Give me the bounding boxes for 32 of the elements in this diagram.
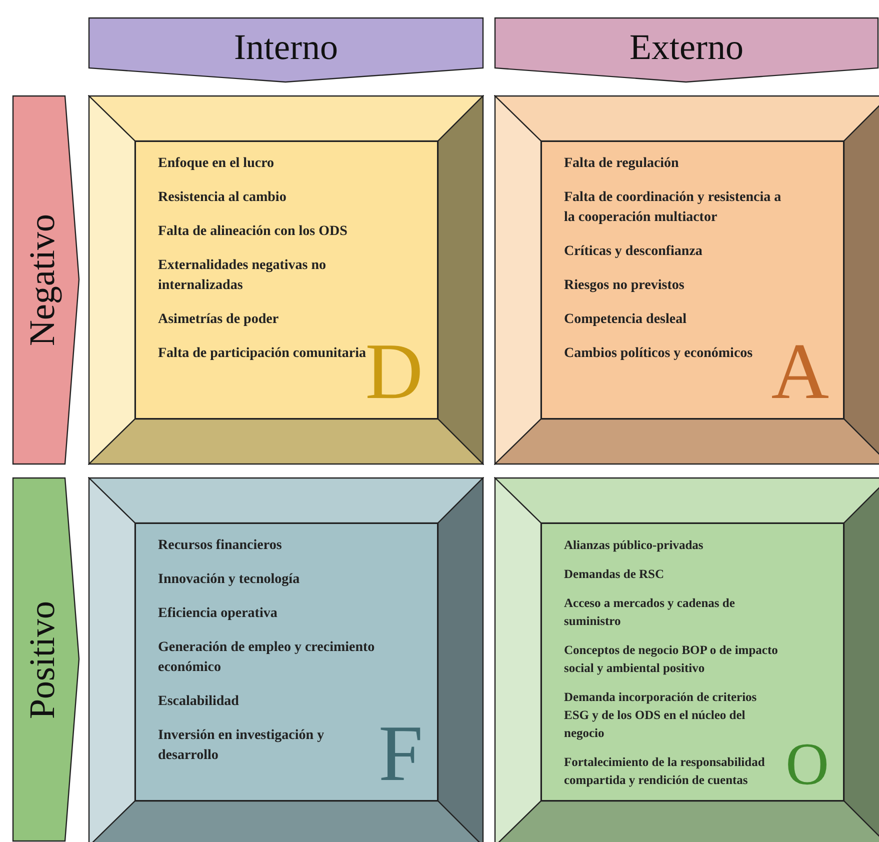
list-item: Externalidades negativas no internalizadas bbox=[158, 257, 328, 295]
list-item: Falta de regulación bbox=[564, 155, 680, 173]
list-item: Riesgos no previstos bbox=[564, 277, 686, 295]
list-item: Falta de alineación con los ODS bbox=[158, 223, 348, 241]
list-item: Demanda incorporación de criterios ESG y de los ODS en el núcleo del negocio bbox=[564, 689, 758, 742]
list-item: Fortalecimiento de la responsabilidad compartida y rendición de cuentas bbox=[564, 754, 766, 789]
list-item: Conceptos de negocio BOP o de impacto social y ambiental positivo bbox=[564, 642, 779, 677]
list-item: Recursos financieros bbox=[158, 537, 283, 555]
quadrant-letter: A bbox=[771, 332, 829, 412]
list-item: Innovación y tecnología bbox=[158, 571, 301, 589]
list-item: Inversión en investigación y desarrollo bbox=[158, 727, 326, 765]
list-item: Enfoque en el lucro bbox=[158, 155, 276, 173]
list-item: Competencia desleal bbox=[564, 311, 688, 329]
list-item: Demandas de RSC bbox=[564, 566, 666, 583]
list-item: Alianzas público-privadas bbox=[564, 537, 704, 554]
list-item: Eficiencia operativa bbox=[158, 605, 278, 623]
list-item: Falta de participación comunitaria bbox=[158, 345, 368, 363]
list-item: Acceso a mercados y cadenas de suministro bbox=[564, 595, 736, 630]
quadrant-letter: F bbox=[378, 714, 423, 794]
list-item: Cambios políticos y económicos bbox=[564, 345, 754, 363]
quadrant-letter: O bbox=[786, 734, 829, 794]
list-item: Resistencia al cambio bbox=[158, 189, 288, 207]
list-item: Críticas y desconfianza bbox=[564, 243, 704, 261]
list-item: Asimetrías de poder bbox=[158, 311, 280, 329]
header-label: Interno bbox=[234, 26, 338, 68]
header-label: Externo bbox=[630, 26, 744, 68]
list-item: Generación de empleo y crecimiento económico bbox=[158, 639, 376, 677]
header-label: Negativo bbox=[21, 214, 63, 346]
list-item: Escalabilidad bbox=[158, 693, 240, 711]
quadrant-letter: D bbox=[365, 332, 423, 412]
list-item: Falta de coordinación y resistencia a la cooperación multiactor bbox=[564, 189, 782, 227]
header-label: Positivo bbox=[21, 600, 63, 719]
